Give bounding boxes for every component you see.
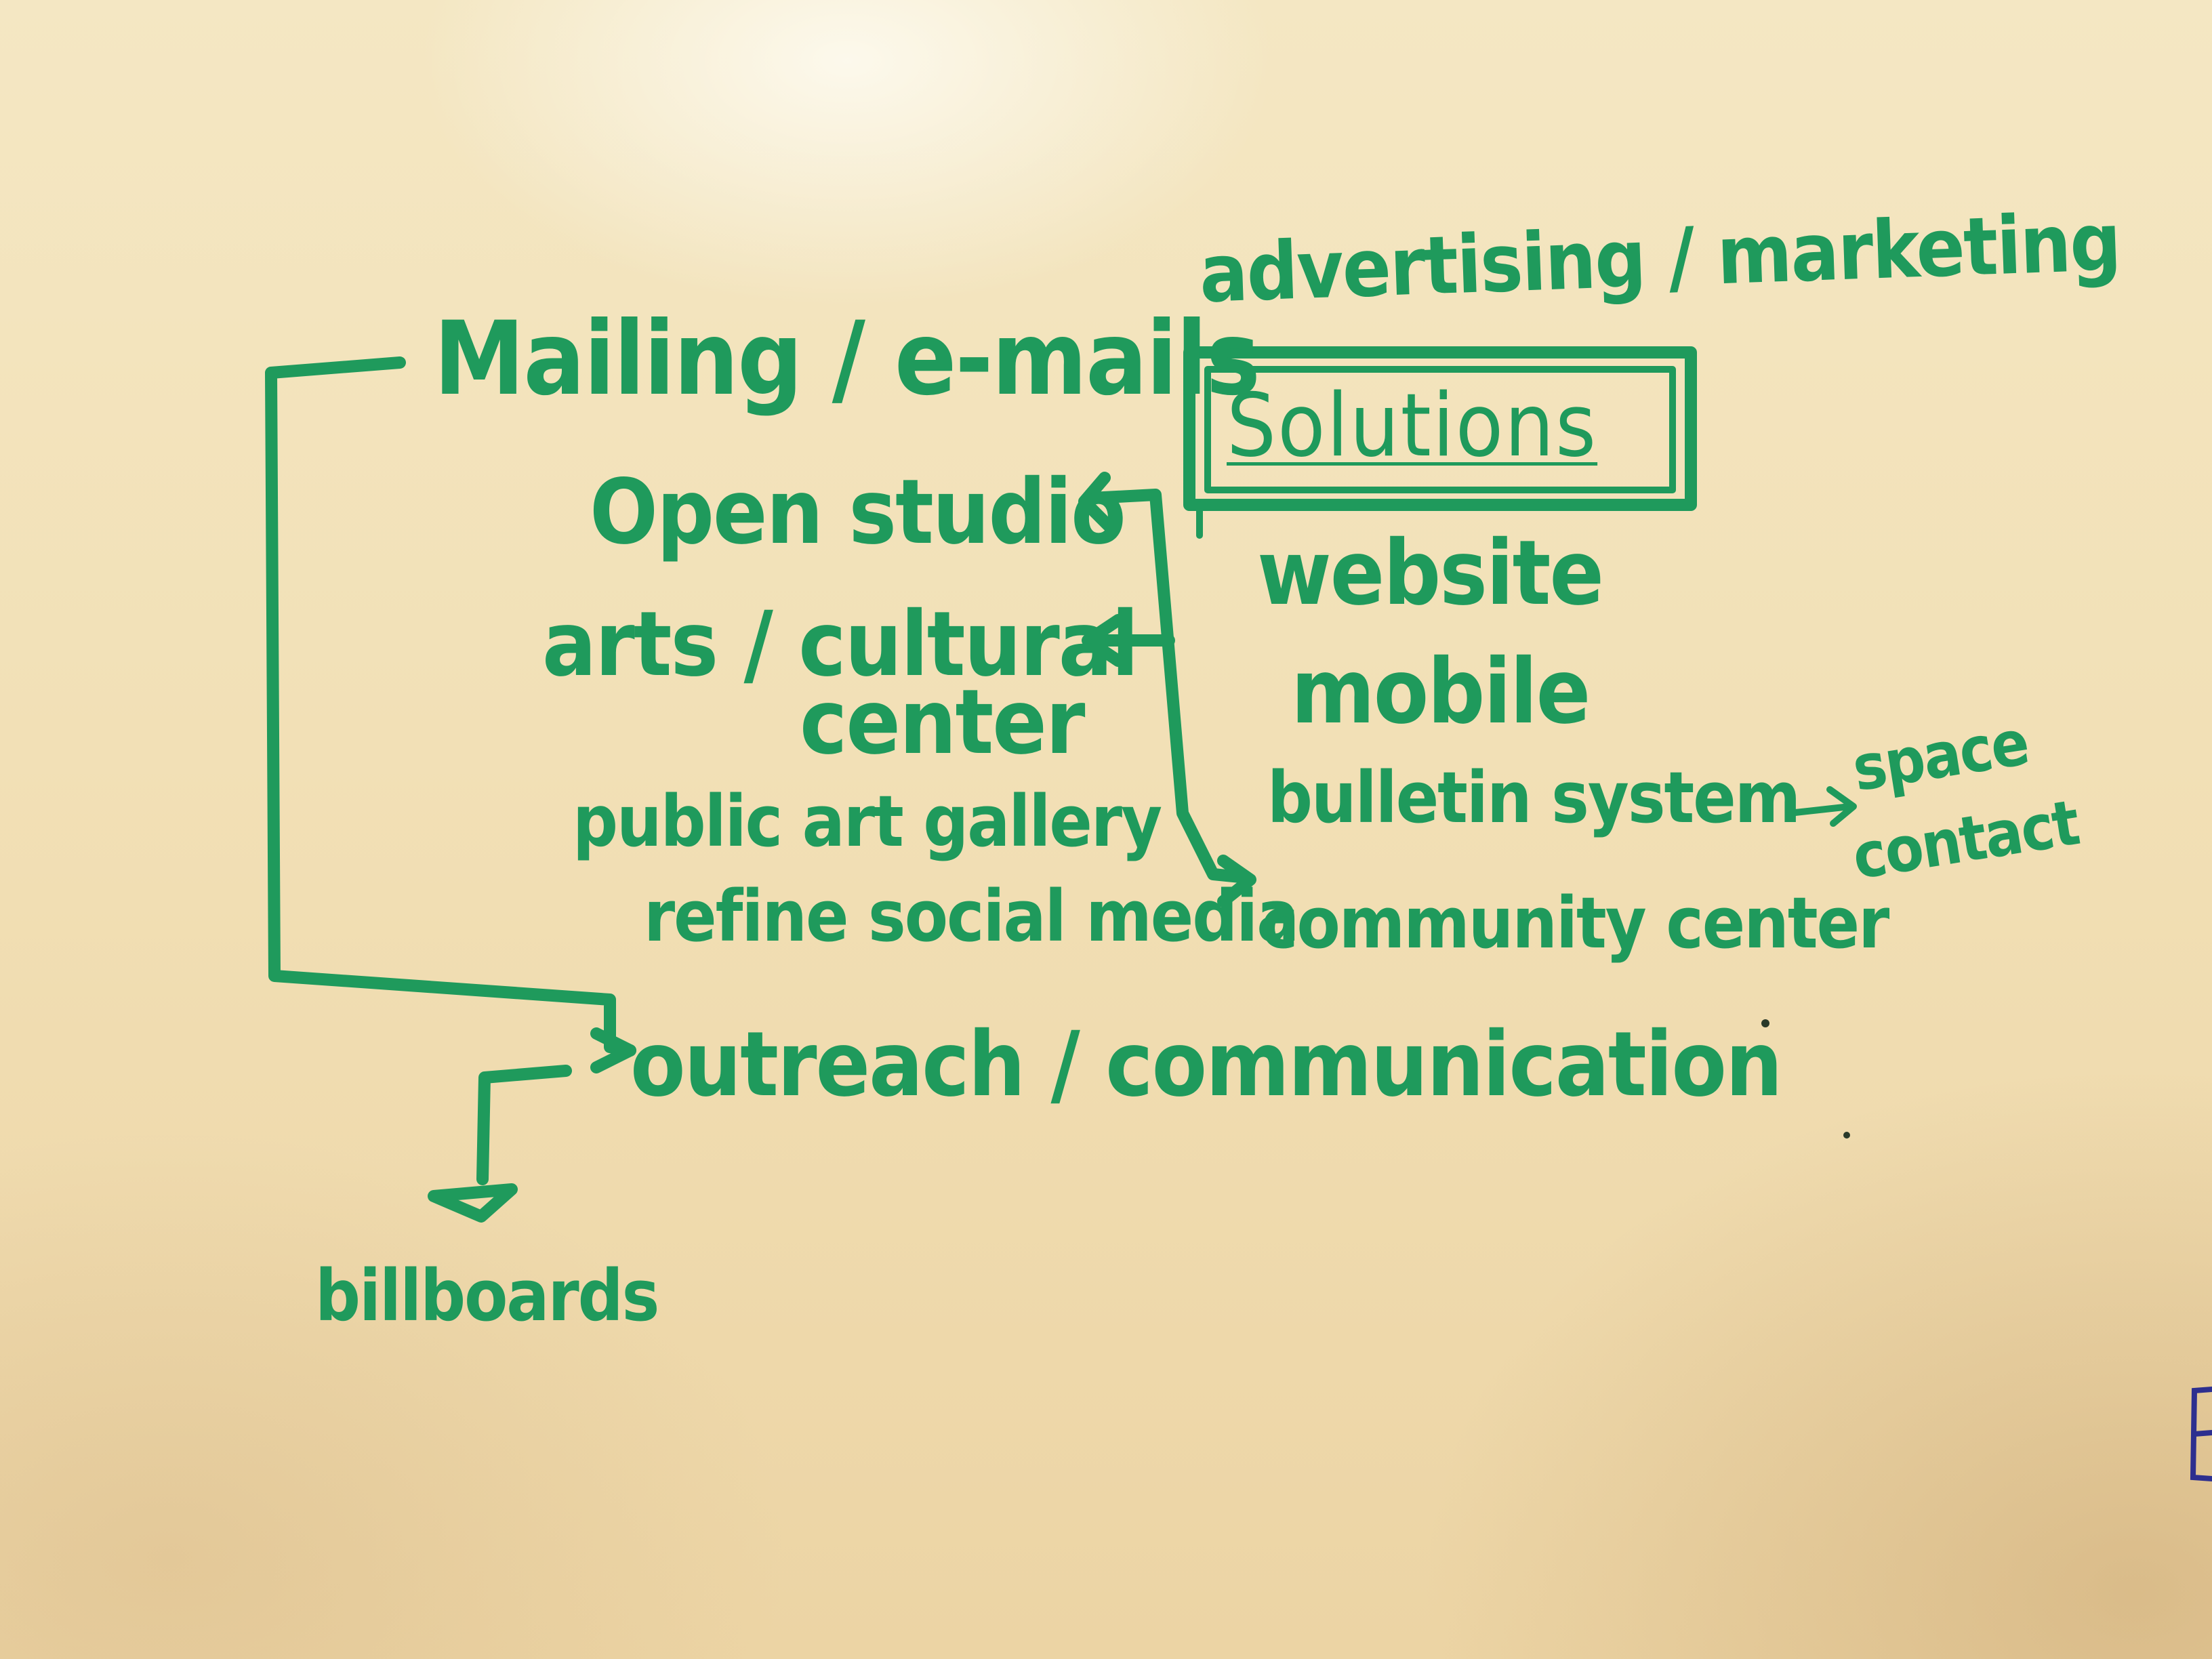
billboards-text: billboards [315, 1254, 659, 1337]
outreach-to-billboards-connector [476, 1065, 572, 1185]
arts-center-text: center [800, 670, 1085, 775]
space-text: space [1847, 706, 2033, 806]
mailing-emails-text: Mailing / e-mails [434, 300, 1261, 418]
mobile-text: mobile [1291, 640, 1591, 744]
contact-text: contact [1847, 786, 2084, 894]
bulletin-to-space-arrowhead [1826, 786, 1857, 827]
arts-cultural-text: arts / cultural [542, 592, 1139, 697]
outreach-arrowhead [590, 1027, 636, 1073]
public-art-gallery-text: public art gallery [573, 780, 1162, 863]
bulletin-system-text: bulletin system [1267, 756, 1801, 839]
outreach-communication-text: outreach / communication [630, 1012, 1783, 1117]
advertising-marketing-label: advertising / marketing [1197, 194, 2122, 321]
solutions-title: Solutions [1227, 375, 1598, 476]
edge-blue-mark [2190, 1387, 2212, 1481]
billboards-arrowhead [428, 1183, 518, 1223]
stray-dot [1843, 1132, 1850, 1139]
community-center-text: community center [1261, 882, 1889, 964]
website-text: website [1257, 521, 1604, 626]
open-studio-text: Open studio [590, 460, 1126, 565]
refine-social-media-text: refine social media [644, 875, 1299, 958]
mailing-to-outreach-connector [265, 356, 636, 1057]
